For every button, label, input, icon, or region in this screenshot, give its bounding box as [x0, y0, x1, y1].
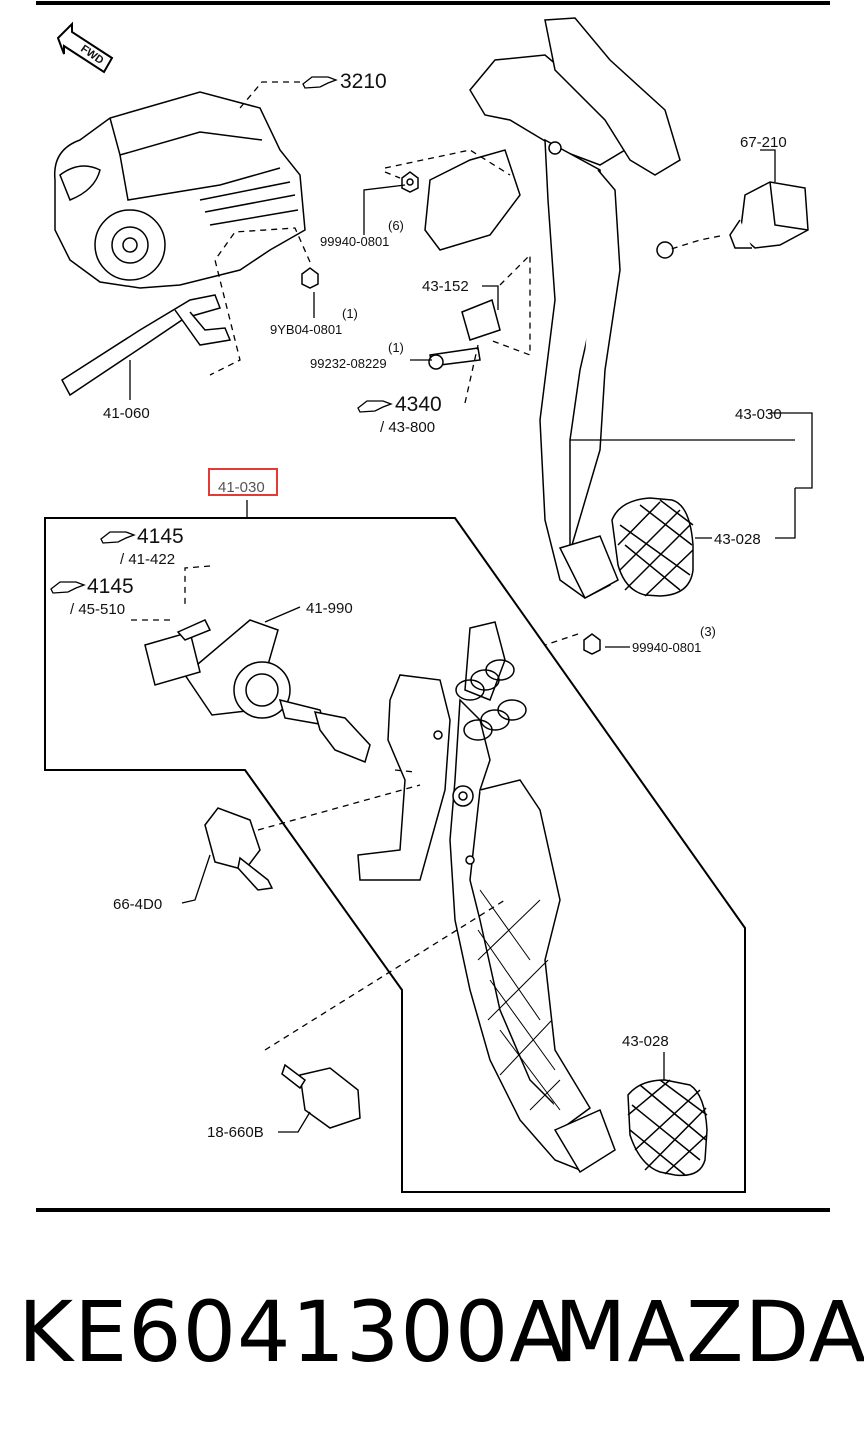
qty-99940-0801-top: (6)	[388, 218, 404, 233]
label-18-660b: 18-660B	[207, 1124, 264, 1141]
highlight-41-030	[208, 468, 278, 496]
footer-brand: MAZDA	[554, 1283, 864, 1381]
fwd-arrow-icon: FWD	[56, 21, 114, 74]
switch-67-210-illustration	[729, 181, 809, 249]
ref-4145-b: 4145	[87, 575, 134, 598]
ref-4340: 4340	[395, 393, 442, 416]
upper-pedal-illustration	[424, 17, 681, 600]
clutch-pedal-illustration	[357, 621, 616, 1174]
bracket-illustration	[61, 294, 232, 397]
label-66-4d0: 66-4D0	[113, 896, 162, 913]
label-43-028-top: 43-028	[714, 531, 761, 548]
solid-leaders	[129, 149, 813, 1133]
ref-4145-a: 4145	[137, 525, 184, 548]
pointer-icon-4340	[357, 400, 393, 413]
pointer-icon-3210	[302, 76, 338, 89]
label-41-030: 41-030	[218, 479, 265, 496]
master-cylinder-illustration	[144, 619, 371, 764]
ref-4340-sub: / 43-800	[380, 419, 435, 436]
pedal-pad-bottom-illustration	[627, 1079, 708, 1177]
switch-66-4d0-illustration	[204, 807, 274, 891]
label-99232-08229: 99232-08229	[310, 356, 387, 371]
label-67-210: 67-210	[740, 134, 787, 151]
switch-18-660b-illustration	[281, 1063, 361, 1129]
ref-3210: 3210	[340, 70, 387, 93]
assembly-41-030-outline	[44, 517, 746, 1193]
dashed-leaders	[130, 81, 721, 1051]
label-43-152: 43-152	[422, 278, 469, 295]
qty-9yb04-0801: (1)	[342, 306, 358, 321]
fasteners-illustration	[301, 171, 601, 655]
footer-part-number: KE6041300A	[18, 1283, 568, 1381]
diagram-labels: 3210 (6) 99940-0801 (1) 9YB04-0801 41-06…	[70, 70, 787, 1141]
reference-pointer-icons	[50, 76, 393, 594]
label-41-990: 41-990	[306, 600, 353, 617]
pointer-icon-4145-b	[50, 581, 86, 594]
qty-99940-0801-mid: (3)	[700, 624, 716, 639]
label-43-028-bottom: 43-028	[622, 1033, 669, 1050]
qty-99232-08229: (1)	[388, 340, 404, 355]
label-99940-0801-top: 99940-0801	[320, 234, 389, 249]
label-9yb04-0801: 9YB04-0801	[270, 322, 342, 337]
ref-4145-a-sub: / 41-422	[120, 551, 175, 568]
label-43-030: 43-030	[735, 406, 782, 423]
engine-assembly-illustration	[53, 91, 306, 289]
ref-4145-b-sub: / 45-510	[70, 601, 125, 618]
pointer-icon-4145-a	[100, 531, 136, 544]
label-41-060: 41-060	[103, 405, 150, 422]
label-99940-0801-mid: 99940-0801	[632, 640, 701, 655]
pedal-pad-top-illustration	[611, 497, 694, 597]
